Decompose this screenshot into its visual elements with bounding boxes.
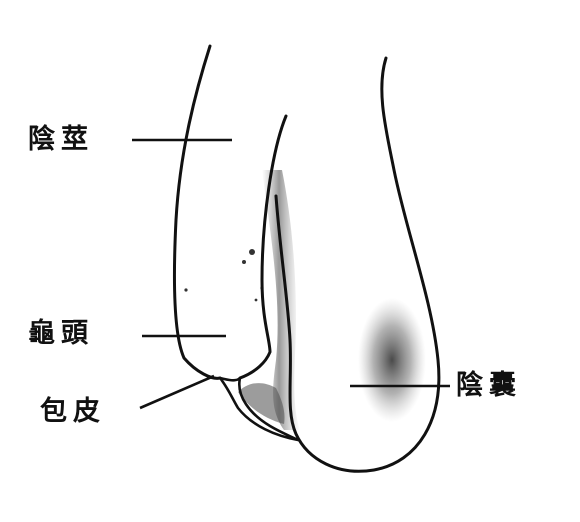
texture-dot: [242, 260, 246, 264]
texture-dot: [249, 249, 255, 255]
label-glans: 龜頭: [28, 320, 94, 347]
texture-dot: [184, 288, 187, 291]
label-scrotum: 陰囊: [456, 372, 522, 399]
texture-dot: [255, 299, 258, 302]
label-shaft: 陰莖: [28, 126, 94, 153]
scrotum-shading: [358, 298, 426, 422]
label-foreskin: 包皮: [40, 398, 106, 425]
